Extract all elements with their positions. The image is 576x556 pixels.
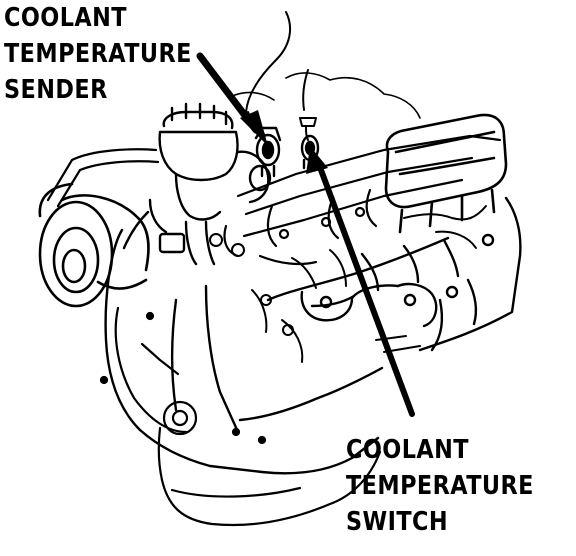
switch-leader-arrow [306,146,415,417]
exhaust-manifold [300,233,495,352]
sender-label-line-1: COOLANT [4,3,127,33]
distributor [148,102,272,266]
drive-belt [46,148,160,208]
coolant-temperature-switch-label: COOLANT TEMPERATURE SWITCH [346,432,534,540]
switch-label-line-3: SWITCH [346,507,449,537]
coolant-temperature-sender-label: COOLANT TEMPERATURE SENDER [4,0,192,108]
timing-cover [99,306,267,445]
sender-leader-arrow [196,52,268,146]
intake-manifold [223,134,502,266]
sender-label-line-2: TEMPERATURE [4,39,192,69]
sender-label-line-3: SENDER [4,75,108,105]
engine-block [104,196,522,475]
switch-wire [299,69,317,141]
water-pump-pulley [38,182,150,308]
switch-label-line-2: TEMPERATURE [346,471,534,501]
switch-label-line-1: COOLANT [346,435,469,465]
spark-plug-wires [291,205,487,289]
coolant-temperature-sender [254,126,282,178]
valve-cover [384,113,508,234]
oil-pan [157,426,382,527]
